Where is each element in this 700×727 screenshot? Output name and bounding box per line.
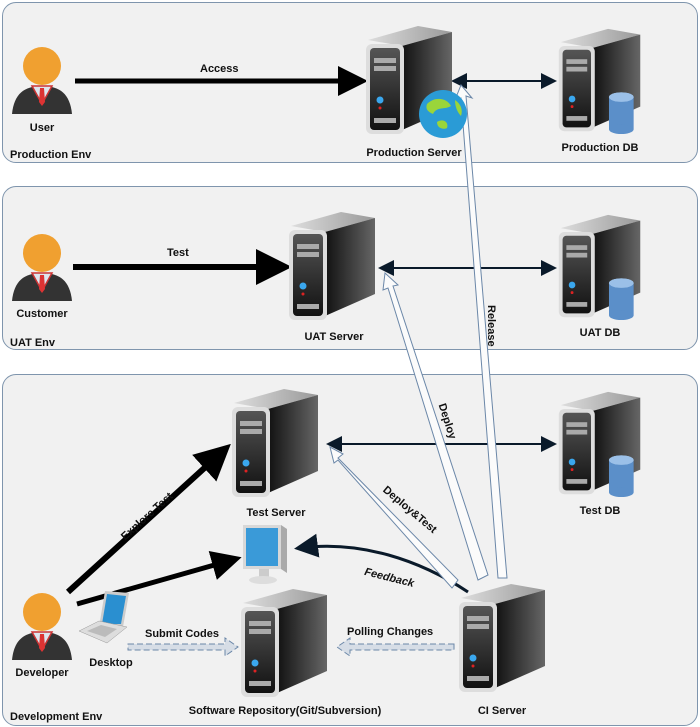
person-icon xyxy=(12,234,72,301)
ci-server-node[interactable] xyxy=(455,580,550,703)
uat-server-node[interactable] xyxy=(285,208,380,331)
desktop-node[interactable] xyxy=(77,587,137,652)
server-icon xyxy=(241,589,327,697)
developer-node[interactable] xyxy=(10,588,74,673)
desktop-label: Desktop xyxy=(89,657,133,669)
software-repository-label: Software Repository(Git/Subversion) xyxy=(188,705,382,717)
edge-submit-codes xyxy=(127,637,239,657)
edge-deploy-test xyxy=(329,446,459,589)
database-server-icon xyxy=(558,391,641,498)
edge-label-submit-codes: Submit Codes xyxy=(145,628,219,640)
production-db-label: Production DB xyxy=(561,142,639,154)
test-server-node[interactable] xyxy=(228,385,323,508)
uat-db-label: UAT DB xyxy=(579,327,621,339)
developer-label: Developer xyxy=(15,667,69,679)
ci-server-label: CI Server xyxy=(477,705,527,717)
test-db-node[interactable] xyxy=(555,385,645,508)
development-env-label: Development Env xyxy=(10,711,103,723)
edge-deploy xyxy=(382,271,489,581)
uat-server-label: UAT Server xyxy=(304,331,364,343)
production-server-node[interactable] xyxy=(362,22,457,145)
production-server-label: Production Server xyxy=(366,147,462,159)
user-label: User xyxy=(29,122,55,134)
user-node[interactable] xyxy=(10,42,74,127)
uat-env-label: UAT Env xyxy=(10,337,56,349)
laptop-icon xyxy=(78,591,129,644)
server-icon xyxy=(289,212,375,320)
globe-icon xyxy=(417,88,469,145)
monitor-icon xyxy=(243,525,287,584)
edge-polling-changes xyxy=(336,637,455,657)
server-icon xyxy=(366,26,452,134)
test-server-label: Test Server xyxy=(246,507,306,519)
person-icon xyxy=(12,47,72,114)
edge-label-test: Test xyxy=(167,247,189,259)
software-repository-node[interactable] xyxy=(237,585,332,708)
database-server-icon xyxy=(558,214,641,321)
edge-developer-monitor xyxy=(76,551,242,607)
edge-explore-test xyxy=(65,443,231,595)
server-icon xyxy=(459,584,545,692)
customer-label: Customer xyxy=(16,308,68,320)
person-icon xyxy=(12,593,72,660)
production-db-node[interactable] xyxy=(555,22,645,145)
uat-db-node[interactable] xyxy=(555,208,645,331)
edge-label-polling-changes: Polling Changes xyxy=(347,626,434,638)
test-db-label: Test DB xyxy=(579,505,621,517)
monitor-node[interactable] xyxy=(241,523,291,592)
customer-node[interactable] xyxy=(10,229,74,314)
production-env-label: Production Env xyxy=(10,149,92,161)
edge-label-release: Release xyxy=(485,305,497,347)
edge-label-access: Access xyxy=(200,63,239,75)
globe-icon xyxy=(419,90,467,138)
database-server-icon xyxy=(558,28,641,135)
server-icon xyxy=(232,389,318,497)
